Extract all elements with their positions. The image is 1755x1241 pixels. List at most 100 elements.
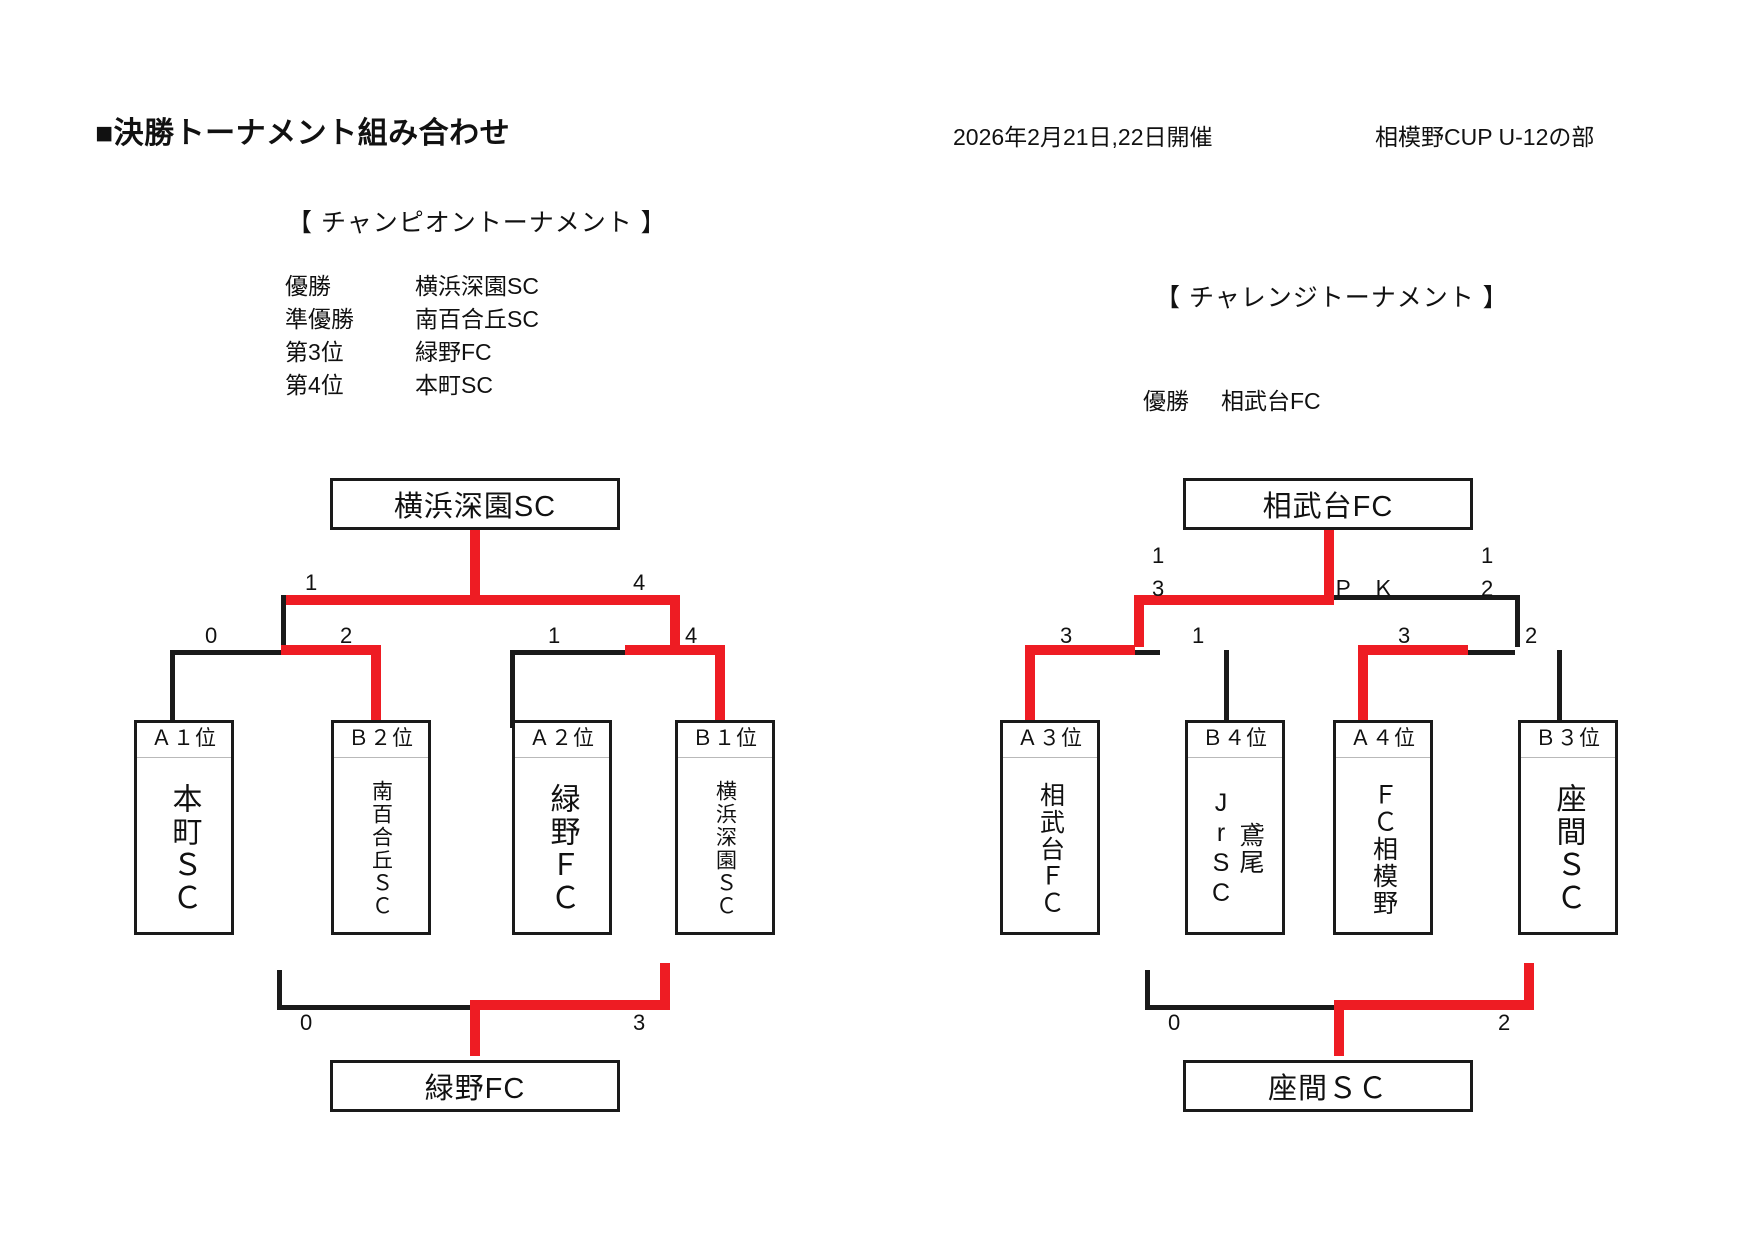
- chal-sf-right-leg2: [1557, 650, 1562, 728]
- chal-third-left-vertical: [1145, 970, 1150, 1010]
- sf-right-horizontal: [510, 650, 675, 655]
- chal-final-right-vertical: [1515, 595, 1520, 647]
- team-name: ＦＣ相模野: [1369, 781, 1398, 917]
- result-row: 優勝 相武台FC: [1143, 385, 1321, 418]
- team-box: Ｂ１位 横浜深園ＳＣ: [675, 720, 775, 935]
- result-row: 第3位 緑野FC: [285, 336, 539, 369]
- team-box: Ａ２位 緑野ＦＣ: [512, 720, 612, 935]
- team-box: Ａ３位 相武台ＦＣ: [1000, 720, 1100, 935]
- chal-sf-left-score-a: 3: [1060, 623, 1073, 648]
- pk-label: Ｐ Ｋ: [1332, 576, 1401, 601]
- sf-left-score-a: 0: [205, 623, 218, 648]
- result-team: 相武台FC: [1221, 388, 1321, 414]
- result-row: 準優勝 南百合丘SC: [285, 303, 539, 336]
- team-name: 横浜深園ＳＣ: [713, 780, 737, 918]
- chal-sf-left-score-b: 1: [1192, 623, 1205, 648]
- result-place: 第3位: [285, 339, 344, 365]
- team-name: 本町ＳＣ: [167, 783, 201, 915]
- chal-final-winner-stem-red: [1324, 530, 1334, 600]
- team-rank: Ｂ４位: [1188, 723, 1282, 758]
- result-place: 準優勝: [285, 306, 354, 332]
- chal-final-horizontal: [1330, 595, 1520, 600]
- third-horizontal: [277, 1005, 477, 1010]
- team-rank: Ｂ１位: [678, 723, 772, 758]
- team-name: 座間ＳＣ: [1551, 783, 1585, 915]
- third-score-right: 3: [633, 1010, 646, 1035]
- challenge-winner-box: 相武台FC: [1183, 478, 1473, 530]
- chal-third-winner-stem-red: [1334, 1000, 1344, 1056]
- chal-third-score-left: 0: [1168, 1010, 1181, 1035]
- sf-left-horizontal-red: [281, 645, 381, 655]
- champion-results-list: 優勝 横浜深園SC 準優勝 南百合丘SC 第3位 緑野FC 第4位 本町SC: [285, 270, 539, 402]
- chal-third-horizontal: [1145, 1005, 1340, 1010]
- champion-winner-box: 横浜深園SC: [330, 478, 620, 530]
- third-score-left: 0: [300, 1010, 313, 1035]
- final-winner-stem-red: [470, 530, 480, 600]
- chal-third-horizontal-red: [1334, 1000, 1534, 1010]
- team-rank: Ａ２位: [515, 723, 609, 758]
- sf-left-score-b: 2: [340, 623, 353, 648]
- team-box: Ｂ３位 座間ＳＣ: [1518, 720, 1618, 935]
- third-right-vertical-red: [660, 963, 670, 1005]
- chal-sf-right-horizontal-red: [1358, 645, 1468, 655]
- result-place: 優勝: [1143, 388, 1189, 414]
- third-horizontal-red: [470, 1000, 670, 1010]
- team-rank: Ｂ２位: [334, 723, 428, 758]
- event-date: 2026年2月21日,22日開催: [953, 124, 1213, 150]
- third-winner-stem-red: [470, 1000, 480, 1056]
- result-place: 第4位: [285, 372, 344, 398]
- sf-right-leg1: [510, 650, 515, 728]
- team-name: 相武台ＦＣ: [1036, 781, 1065, 917]
- chal-sf-left-horizontal-red: [1025, 645, 1135, 655]
- result-team: 南百合丘SC: [415, 306, 539, 332]
- final-left-vertical: [281, 595, 286, 647]
- result-row: 優勝 横浜深園SC: [285, 270, 539, 303]
- page-title: ■決勝トーナメント組み合わせ: [95, 117, 511, 150]
- chal-sf-left-leg2: [1224, 650, 1229, 728]
- chal-final-score-left-top: 1: [1152, 543, 1165, 568]
- chal-final-score-right-top: 1: [1481, 543, 1494, 568]
- team-box: Ａ４位 ＦＣ相模野: [1333, 720, 1433, 935]
- team-box: Ｂ４位 鳶尾JrSC: [1185, 720, 1285, 935]
- chal-sf-right-score-b: 2: [1525, 623, 1538, 648]
- challenge-tournament-heading: 【 チャレンジトーナメント 】: [1155, 284, 1509, 312]
- team-box: Ａ１位 本町ＳＣ: [134, 720, 234, 935]
- final-right-vertical-red: [670, 595, 680, 647]
- team-name: 鳶尾JrSC: [1207, 789, 1264, 909]
- result-team: 緑野FC: [415, 339, 492, 365]
- final-score-right: 4: [633, 570, 646, 595]
- sf-left-horizontal: [170, 650, 295, 655]
- final-score-left: 1: [305, 570, 318, 595]
- sf-right-score-a: 1: [548, 623, 561, 648]
- chal-third-right-vertical-red: [1524, 963, 1534, 1005]
- event-name: 相模野CUP U-12の部: [1375, 124, 1595, 150]
- team-name: 緑野ＦＣ: [545, 783, 579, 915]
- chal-final-left-vertical-red: [1134, 595, 1144, 647]
- sf-left-leg1: [170, 650, 175, 728]
- chal-sf-right-score-a: 3: [1398, 623, 1411, 648]
- team-name: 南百合丘ＳＣ: [369, 780, 393, 918]
- chal-final-horizontal-red: [1134, 595, 1334, 605]
- result-place: 優勝: [285, 273, 331, 299]
- chal-sf-right-leg1-red: [1358, 645, 1368, 728]
- chal-third-score-right: 2: [1498, 1010, 1511, 1035]
- final-horizontal-red: [281, 595, 680, 605]
- chal-final-score-right-bottom: 2: [1481, 576, 1494, 601]
- team-box: Ｂ２位 南百合丘ＳＣ: [331, 720, 431, 935]
- result-team: 横浜深園SC: [415, 273, 539, 299]
- sf-right-horizontal-red: [625, 645, 725, 655]
- champion-tournament-heading: 【 チャンピオントーナメント 】: [287, 209, 667, 237]
- challenge-results-list: 優勝 相武台FC: [1143, 385, 1321, 418]
- team-rank: Ａ１位: [137, 723, 231, 758]
- challenge-third-place-box: 座間ＳＣ: [1183, 1060, 1473, 1112]
- sf-right-score-b: 4: [685, 623, 698, 648]
- team-rank: Ｂ３位: [1521, 723, 1615, 758]
- team-rank: Ａ３位: [1003, 723, 1097, 758]
- chal-final-score-left-bottom: 3: [1152, 576, 1165, 601]
- result-row: 第4位 本町SC: [285, 369, 539, 402]
- sf-left-leg2-red: [371, 645, 381, 728]
- sf-right-leg2-red: [715, 645, 725, 728]
- third-left-vertical: [277, 970, 282, 1010]
- champion-third-place-box: 緑野FC: [330, 1060, 620, 1112]
- result-team: 本町SC: [415, 372, 493, 398]
